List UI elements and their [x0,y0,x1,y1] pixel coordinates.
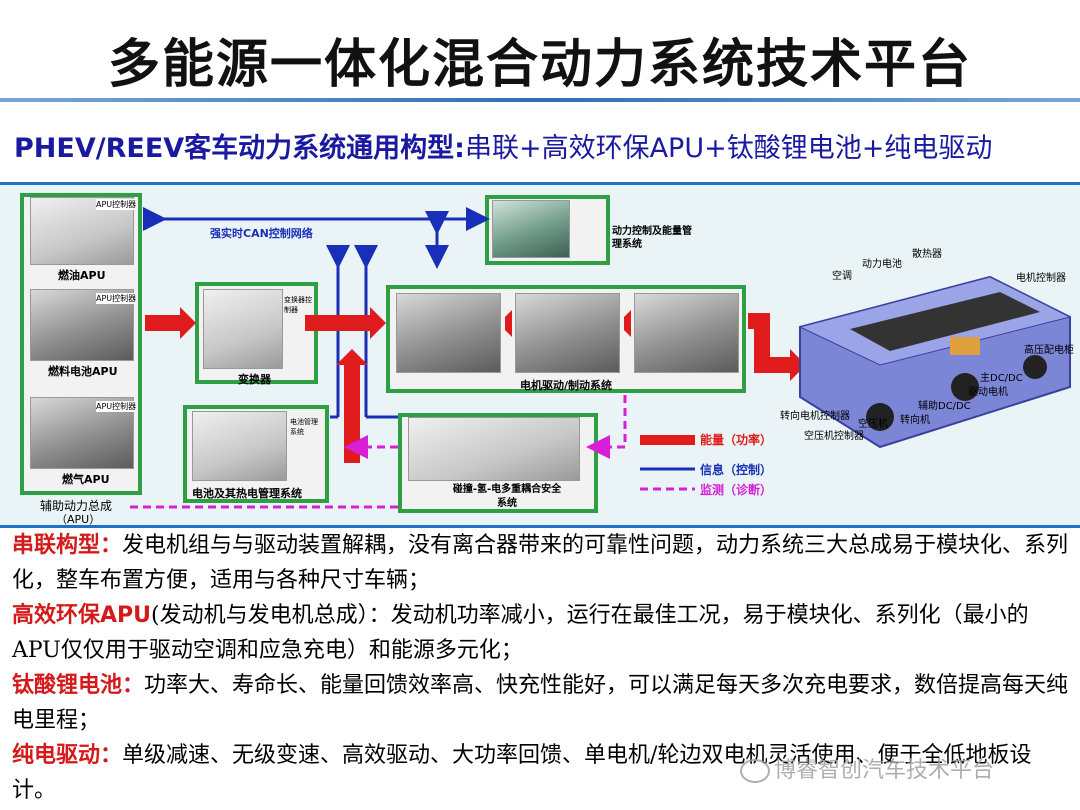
gas-apu-label: 燃气APU [62,473,110,486]
bus-label-main-dcdc: 主DC/DC [980,373,1023,384]
apu-group-label: 辅助动力总成 [40,499,113,513]
battery-photo [192,411,287,481]
watermark: 博睿智创汽车技术平台 [740,752,994,784]
title-divider [0,98,1080,102]
bus-label-aux-dcdc: 辅助DC/DC [918,401,971,412]
subtitle-rest: 串联+高效环保APU+钛酸锂电池+纯电驱动 [464,133,993,164]
gas-apu-tag: APU控制器 [96,401,137,412]
power-arrow-motor [505,310,512,337]
connector-layer [130,207,806,509]
bus-label-radiator: 散热器 [912,249,942,260]
fuel-apu-label: 燃油APU [58,269,106,282]
converter-label: 变换器 [238,373,271,386]
top-controller-label: 动力控制及能量管理系统 [612,226,692,250]
top-controller-photo [492,200,570,258]
wechat-icon [740,759,770,783]
legend-info-label: 信息（控制） [700,463,773,477]
bus-label-drive-motor: 驱动电机 [968,387,1008,398]
fuel-apu-tag: APU控制器 [96,199,137,210]
bus-cutaway [798,275,1072,449]
bus-label-battery: 动力电池 [862,259,902,270]
power-arrow-apu [145,307,196,339]
gearbox-photo [634,293,739,373]
subtitle-bold: PHEV/REEV客车动力系统通用构型: [14,133,465,164]
legend-monitor-label: 监测（诊断） [700,483,773,497]
watermark-text: 博睿智创汽车技术平台 [774,758,995,783]
legend-energy-label: 能量（功率） [700,433,773,447]
motor-system-label: 电机驱动/制动系统 [520,379,613,392]
fuel-cell-apu-label: 燃料电池APU [48,365,118,378]
power-arrow-battery [336,349,368,463]
power-arrow-converter [305,307,386,339]
converter-tag: 变换器控制器 [284,296,312,314]
fuel-cell-apu-tag: APU控制器 [96,293,137,304]
description-block: 串联构型：发电机组与与驱动装置解耦，没有离合器带来的可靠性问题，动力系统三大总成… [12,528,1072,808]
bus-label-compressor: 空压机 [858,419,888,430]
page-subtitle: PHEV/REEV客车动力系统通用构型:串联+高效环保APU+钛酸锂电池+纯电驱… [14,126,992,165]
bus-label-steering-ctrl: 转向电机控制器 [780,411,850,422]
monitor-path-1 [586,395,627,459]
bus-label-motor-ctrl: 电机控制器 [1016,273,1066,284]
power-arrow-motor-2 [624,310,631,337]
desc-drive: 纯电驱动：单级减速、无级变速、高效驱动、大功率回馈、单电机/轮边双电机灵活使用、… [12,743,1032,803]
bus-label-compressor-ctrl: 空压机控制器 [804,431,864,442]
legend-energy-swatch [640,435,695,445]
converter-photo [203,289,283,369]
page-title: 多能源一体化混合动力系统技术平台 [107,35,972,95]
powertrain-diagram: APU控制器 燃油APU APU控制器 燃料电池APU APU控制器 燃气APU… [0,182,1080,528]
desc-apu: 高效环保APU(发动机与发电机总成）：发动机功率减小，运行在最佳工况，易于模块化… [12,603,1029,663]
motor-controller-photo [396,293,501,373]
battery-tag: 电池管理系统 [290,418,318,436]
bus-label-hv-cabinet: 高压配电柜 [1024,345,1074,356]
power-arrow-wheel [748,313,806,381]
desc-series: 串联构型：发电机组与与驱动装置解耦，没有离合器带来的可靠性问题，动力系统三大总成… [12,533,1069,593]
bus-label-aircon: 空调 [832,271,852,282]
battery-label: 电池及其热电管理系统 [192,487,302,500]
safety-photo [408,417,580,481]
apu-group-abbr: （APU） [56,513,101,526]
drive-motor-photo [515,293,620,373]
desc-battery: 钛酸锂电池：功率大、寿命长、能量回馈效率高、快充性能好，可以满足每天多次充电要求… [12,673,1069,733]
bus-label-steering: 转向机 [900,415,930,426]
safety-label: 碰撞-氢-电多重耦合安全系统 [452,484,562,509]
